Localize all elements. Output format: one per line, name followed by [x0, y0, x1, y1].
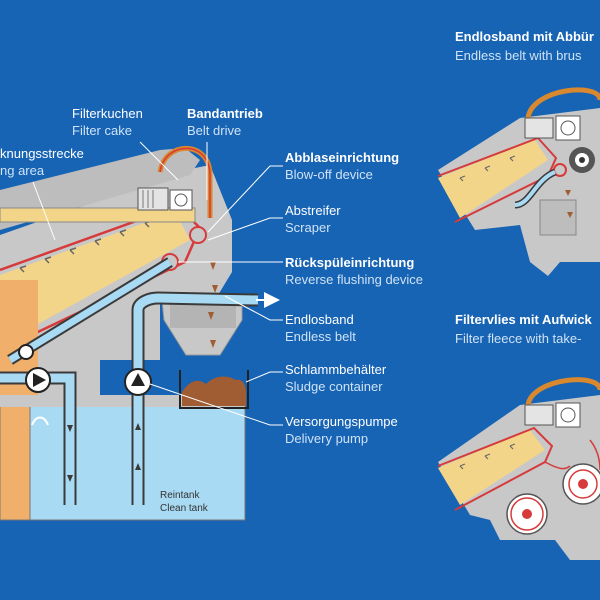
svg-text:Belt drive: Belt drive [187, 123, 241, 138]
pump-left [25, 367, 51, 393]
svg-text:Schlammbehälter: Schlammbehälter [285, 362, 387, 377]
sludge-container [179, 370, 249, 409]
svg-text:Filterkuchen: Filterkuchen [72, 106, 143, 121]
variant-brush-title-de: Endlosband mit Abbür [455, 29, 594, 44]
svg-text:Sludge container: Sludge container [285, 379, 383, 394]
leader-lines [32, 141, 283, 426]
brush-variant-bed [438, 140, 548, 218]
variant-fleece-title-de: Filtervlies mit Aufwick [455, 312, 593, 327]
pipe-flow-arrows [67, 423, 141, 482]
pump-small [18, 344, 34, 360]
svg-text:Endless belt: Endless belt [285, 329, 356, 344]
svg-text:ng area: ng area [0, 163, 45, 178]
svg-text:Abblaseinrichtung: Abblaseinrichtung [285, 150, 399, 165]
piping [0, 257, 259, 505]
fleece-variant-housing [438, 395, 600, 560]
label-blow-off: Abblaseinrichtung Blow-off device [285, 150, 399, 182]
svg-text:Clean tank: Clean tank [160, 503, 209, 514]
svg-text:Bandantrieb: Bandantrieb [187, 106, 263, 121]
svg-text:Rückspüleinrichtung: Rückspüleinrichtung [285, 255, 414, 270]
belt-drive-motor [137, 187, 193, 211]
main-machine [0, 145, 280, 521]
filter-bed [0, 212, 190, 345]
svg-text:Reintank: Reintank [160, 490, 200, 501]
label-clean-tank: Reintank Clean tank [160, 490, 209, 514]
svg-text:Reverse flushing device: Reverse flushing device [285, 272, 423, 287]
svg-text:knungsstrecke: knungsstrecke [0, 146, 84, 161]
label-scraper: Abstreifer Scraper [285, 203, 341, 235]
variant-fleece: Filtervlies mit Aufwick Filter fleece wi… [437, 312, 600, 560]
svg-text:Blow-off device: Blow-off device [285, 167, 373, 182]
variant-brush-title-en: Endless belt with brus [455, 48, 582, 63]
hopper-window [170, 302, 236, 328]
svg-text:Delivery pump: Delivery pump [285, 431, 368, 446]
falling-sludge-arrows [208, 262, 218, 348]
label-filter-cake: Filterkuchen Filter cake [72, 106, 143, 138]
fleece-takeup-roll [562, 463, 600, 505]
label-delivery-pump: Versorgungspumpe Delivery pump [285, 414, 398, 446]
scraper-roller [189, 226, 207, 244]
fleece-unwind-roll [506, 493, 548, 535]
belt-direction-arrows [19, 220, 152, 273]
label-reverse-flushing: Rückspüleinrichtung Reverse flushing dev… [285, 255, 423, 287]
label-endless-belt: Endlosband Endless belt [285, 312, 356, 344]
svg-text:Endlosband: Endlosband [285, 312, 354, 327]
label-sludge-container: Schlammbehälter Sludge container [285, 362, 387, 394]
fleece-variant-bed [438, 430, 545, 505]
svg-text:Scraper: Scraper [285, 220, 331, 235]
drying-tube [0, 207, 196, 223]
variant-brush: Endlosband mit Abbür Endless belt with b… [437, 29, 600, 276]
rotating-brush [569, 147, 595, 173]
svg-text:Filter cake: Filter cake [72, 123, 132, 138]
svg-text:Versorgungspumpe: Versorgungspumpe [285, 414, 398, 429]
label-belt-drive: Bandantrieb Belt drive [187, 106, 263, 138]
variant-fleece-title-en: Filter fleece with take- [455, 331, 581, 346]
label-drying-area: knungsstrecke ng area [0, 146, 84, 178]
svg-text:Abstreifer: Abstreifer [285, 203, 341, 218]
delivery-pump-symbol [124, 368, 152, 396]
